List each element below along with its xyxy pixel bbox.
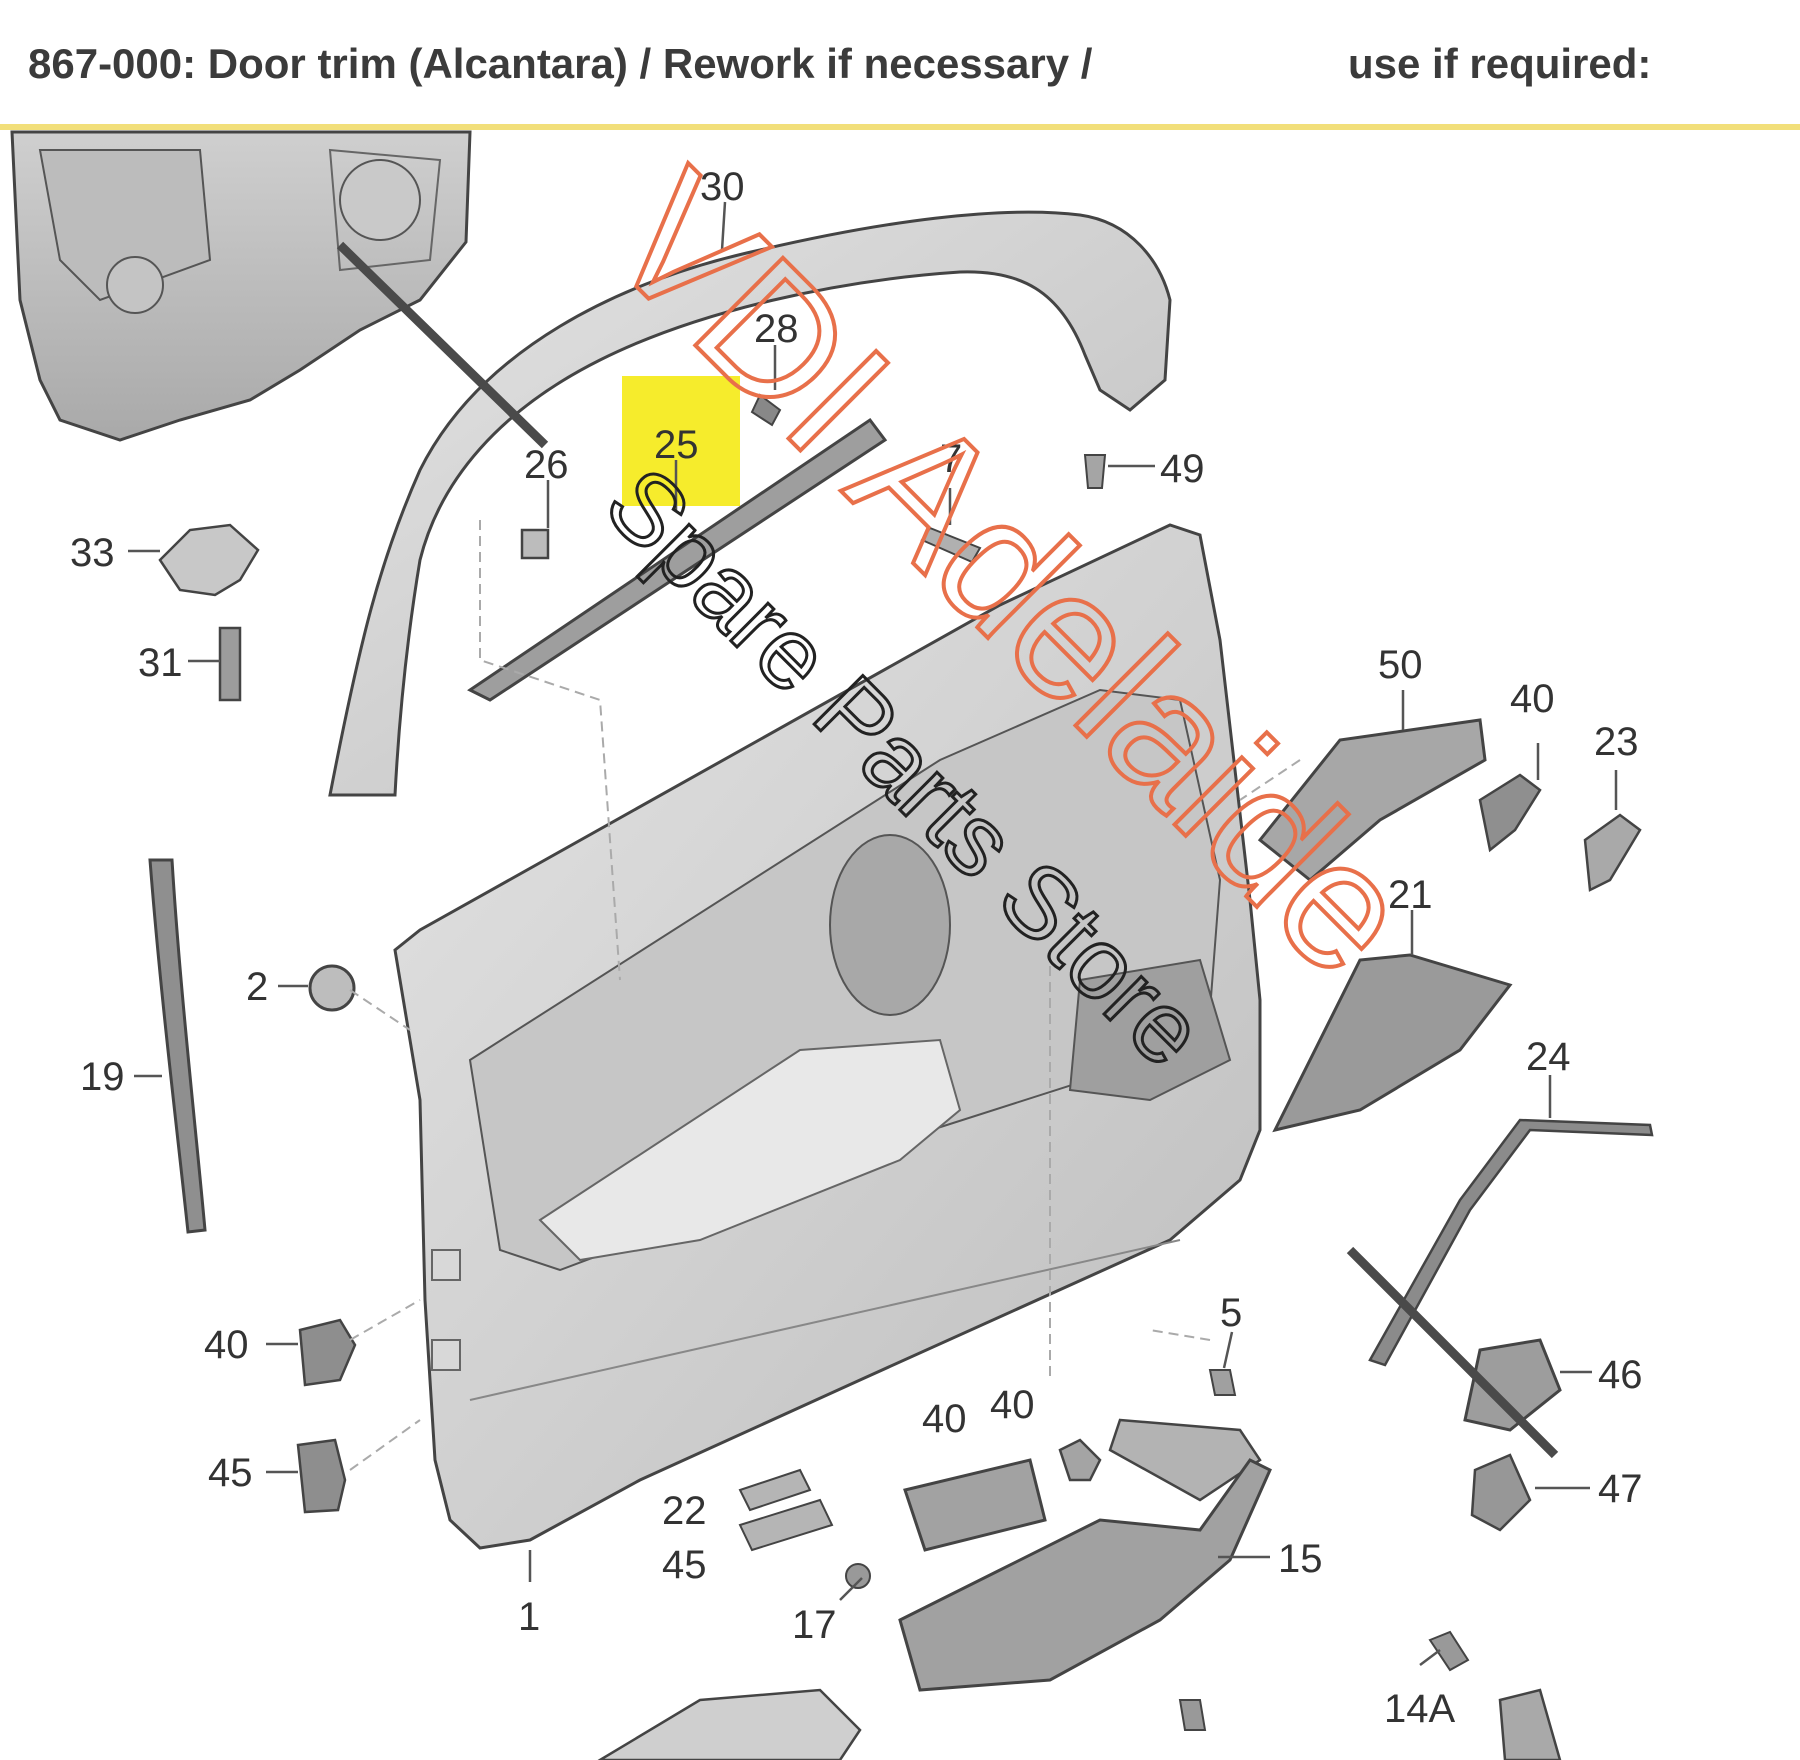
assembly-lines [349,520,1301,1471]
callout-40-bottom-right: 40 [990,1383,1035,1427]
callout-1: 1 [518,1595,540,1639]
watermark-stroke [336,241,549,449]
callout-25: 25 [654,423,699,467]
part-highlight [622,376,740,506]
callout-15: 15 [1278,1537,1323,1581]
callout-28: 28 [754,307,799,351]
door-seal [148,858,207,1234]
callout-26: 26 [524,443,569,487]
callout-7: 7 [940,437,962,481]
callout-47: 47 [1598,1467,1643,1511]
callout-40-upper-right: 40 [1510,677,1555,721]
door-trim-panel [393,523,1262,1550]
diagram-title: 867-000: Door trim (Alcantara) / Rework … [28,40,1093,87]
callout-22: 22 [662,1489,707,1533]
callout-23: 23 [1594,720,1639,764]
small-parts [158,393,1654,1760]
callout-5: 5 [1220,1291,1242,1335]
callout-30: 30 [700,165,745,209]
callout-2: 2 [246,965,268,1009]
callout-50: 50 [1378,643,1423,687]
header-note: use if required: [1348,40,1652,87]
callout-17: 17 [792,1603,837,1647]
callout-31: 31 [138,641,183,685]
callout-45-bottom: 45 [662,1543,707,1587]
callout-40-bottom-left: 40 [922,1397,967,1441]
trim-strip [467,417,888,702]
callout-19: 19 [80,1055,125,1099]
callout-49: 49 [1160,447,1205,491]
callout-14a: 14A [1384,1687,1455,1731]
callout-46: 46 [1598,1353,1643,1397]
door-inner-shell [10,130,472,442]
callout-45-left: 45 [208,1451,253,1495]
callout-33: 33 [70,531,115,575]
diagram-header: 867-000: Door trim (Alcantara) / Rework … [0,0,1800,130]
leader-lines [128,201,1618,1666]
watermark-stroke [1346,1246,1559,1459]
callout-21: 21 [1388,873,1433,917]
callout-40-left: 40 [204,1323,249,1367]
window-frame-trim [328,210,1172,797]
callout-24: 24 [1526,1035,1571,1079]
callout-labels: 30 28 26 25 7 49 33 31 50 40 23 21 24 2 … [70,165,1643,1731]
